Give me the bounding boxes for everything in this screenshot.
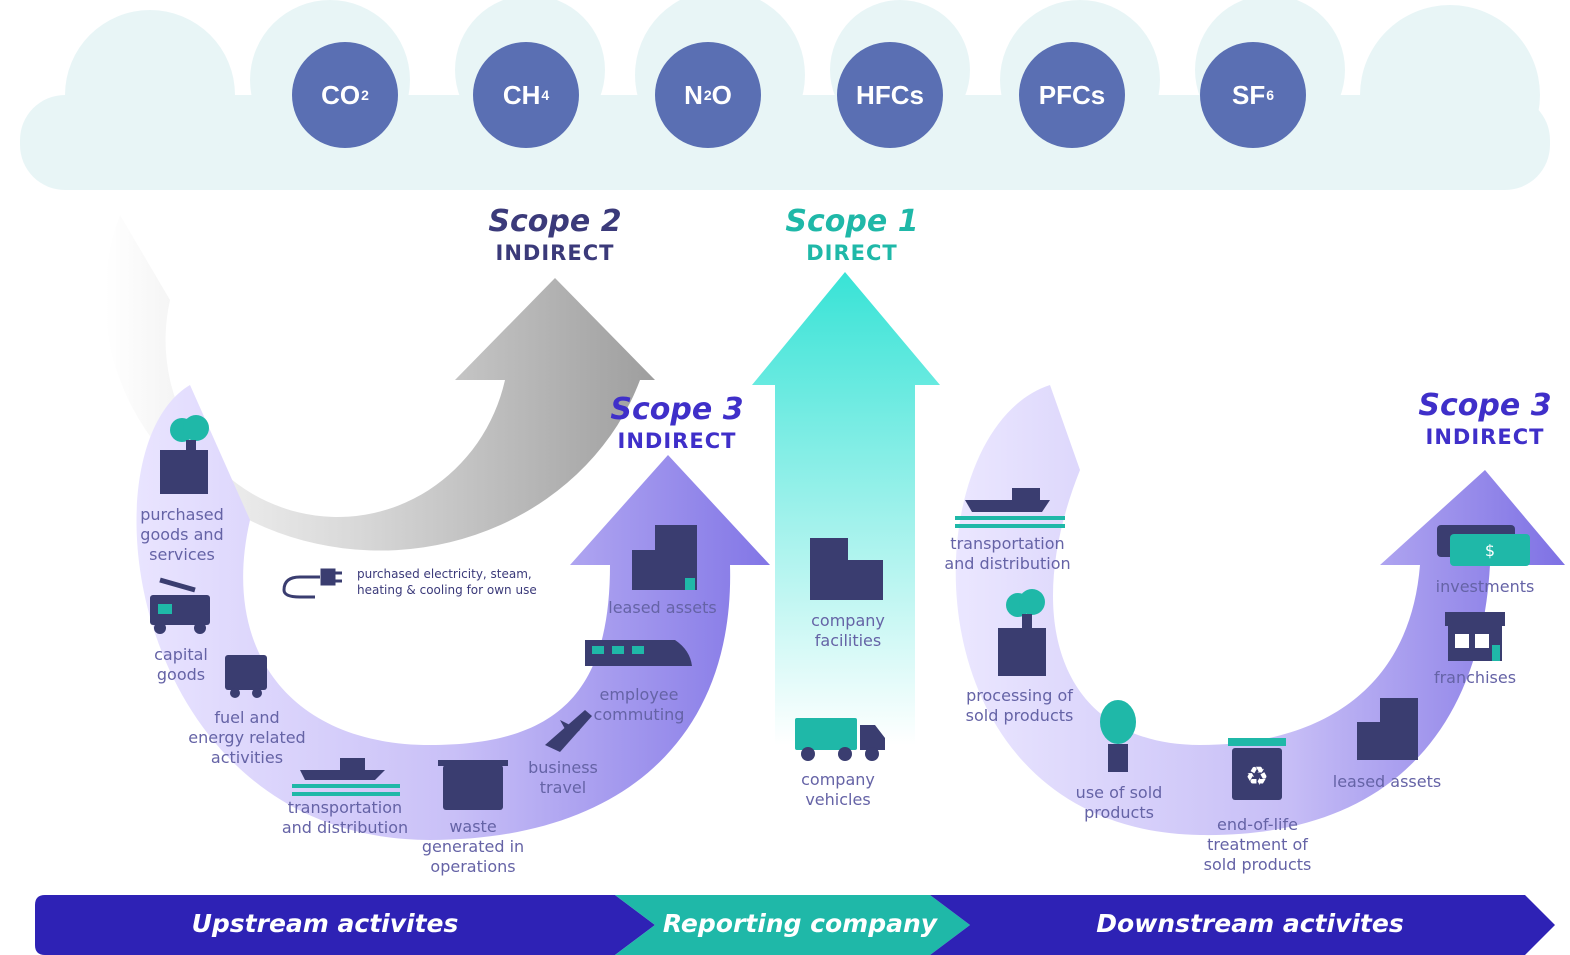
label-company-vehicles: company vehicles xyxy=(801,770,875,809)
svg-text:$: $ xyxy=(1485,541,1495,560)
band-downstream xyxy=(930,895,1555,955)
label-leased-assets-upstream: leased assets xyxy=(608,598,717,617)
label-waste: waste generated in operations xyxy=(421,817,525,876)
label-company-facilities: company facilities xyxy=(811,611,885,650)
label-transportation-downstream: transportation and distribution xyxy=(944,534,1071,573)
scope1-title: Scope 1 DIRECT xyxy=(785,204,919,265)
label-investments: investments xyxy=(1435,577,1535,596)
label-use-of-sold: use of sold products xyxy=(1075,783,1163,822)
ship-icon xyxy=(292,758,400,796)
train-icon xyxy=(585,640,692,666)
building-icon xyxy=(632,525,697,590)
label-leased-assets-downstream: leased assets xyxy=(1332,772,1442,791)
light-bulb-icon xyxy=(1100,700,1136,772)
label-capital-goods: capital goods xyxy=(154,645,208,684)
scope3-upstream-title: Scope 3 INDIRECT xyxy=(610,392,744,453)
label-franchises: franchises xyxy=(1433,668,1517,687)
scope3-upstream-arrow xyxy=(136,385,771,840)
store-icon xyxy=(1445,612,1505,661)
company-building-icon xyxy=(810,538,883,600)
scope2-arrow xyxy=(104,215,656,551)
coal-cart-icon xyxy=(225,655,267,698)
crane-truck-icon xyxy=(150,577,210,634)
scope2-title: Scope 2 INDIRECT xyxy=(488,204,622,265)
band-label-downstream: Downstream activites xyxy=(1096,909,1404,938)
money-icon: $ xyxy=(1437,525,1530,566)
scope1-arrow xyxy=(752,272,940,745)
airplane-icon xyxy=(545,710,592,752)
band-label-reporting: Reporting company xyxy=(662,909,938,938)
label-employee-commuting: employee commuting xyxy=(593,685,685,724)
recycle-bin-icon: ♻ xyxy=(1228,738,1286,800)
gas-pfcs: PFCs xyxy=(1019,42,1125,148)
factory-icon xyxy=(998,589,1046,676)
dumpster-icon xyxy=(438,760,508,810)
label-purchased-goods: purchased goods and services xyxy=(140,505,224,564)
plug-icon xyxy=(282,568,342,599)
band-label-upstream: Upstream activites xyxy=(191,909,459,938)
cloud-background xyxy=(20,0,1550,190)
factory-icon xyxy=(160,415,209,494)
ship-icon xyxy=(955,488,1065,528)
band-reporting xyxy=(615,895,970,955)
label-processing: processing of sold products xyxy=(965,686,1074,725)
label-fuel-energy: fuel and energy related activities xyxy=(188,708,306,767)
label-end-of-life: end-of-life treatment of sold products xyxy=(1203,815,1312,874)
scope3-downstream-title: Scope 3 INDIRECT xyxy=(1418,388,1552,449)
label-transportation-upstream: transportation and distribution xyxy=(281,798,409,837)
truck-icon xyxy=(795,718,885,761)
building-icon xyxy=(1357,698,1418,760)
svg-text:♻: ♻ xyxy=(1245,762,1268,792)
band-upstream xyxy=(35,895,655,955)
label-purchased-electricity: purchased electricity, steam, heating & … xyxy=(357,567,537,597)
gas-hfcs: HFCs xyxy=(837,42,943,148)
label-business-travel: business travel xyxy=(528,758,598,797)
